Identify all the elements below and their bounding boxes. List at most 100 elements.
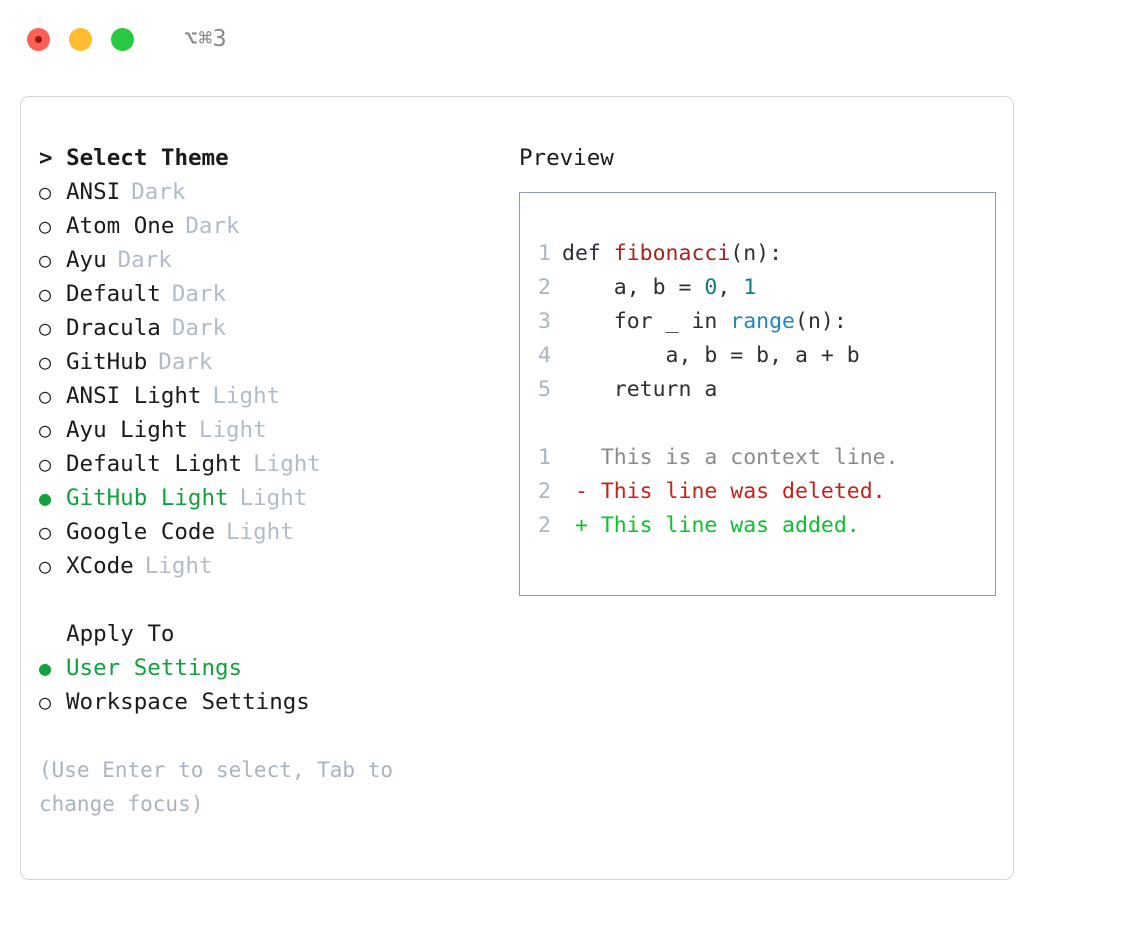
- close-button[interactable]: [27, 27, 50, 51]
- radio-unselected-icon: ○: [39, 452, 52, 476]
- radio-selected-icon: ●: [39, 486, 52, 510]
- diff-line: 2 + This line was added.: [532, 509, 995, 543]
- preview-heading: Preview: [519, 145, 614, 171]
- code-line: 4 a, b = b, a + b: [532, 339, 995, 373]
- code-token: range: [730, 309, 796, 334]
- option-tag: Dark: [117, 247, 172, 273]
- traffic-lights: [27, 27, 134, 51]
- theme-option-5[interactable]: ○ GitHub Dark: [39, 345, 499, 379]
- theme-option-6[interactable]: ○ ANSI Light Light: [39, 379, 499, 413]
- option-tag: Dark: [131, 179, 186, 205]
- code-diff-gap: [532, 407, 995, 441]
- option-label: GitHub: [66, 349, 148, 375]
- radio-unselected-icon: ○: [39, 350, 52, 374]
- option-label: Workspace Settings: [66, 689, 310, 715]
- radio-unselected-icon: ○: [39, 520, 52, 544]
- code-token: 0: [704, 275, 718, 300]
- option-label: Atom One: [66, 213, 175, 239]
- apply-to-title: Apply To: [66, 621, 175, 647]
- window-titlebar: ⌥⌘3: [0, 0, 1140, 78]
- code-token: ,: [717, 275, 744, 300]
- option-label: Ayu Light: [66, 417, 188, 443]
- option-label: Google Code: [66, 519, 216, 545]
- theme-option-4[interactable]: ○ Dracula Dark: [39, 311, 499, 345]
- option-tag: Light: [239, 485, 308, 511]
- option-label: Dracula: [66, 315, 161, 341]
- option-tag: Dark: [171, 281, 227, 307]
- code-token: fibonacci: [613, 241, 731, 266]
- code-line: 2 a, b = 0, 1: [532, 271, 995, 305]
- radio-unselected-icon: ○: [39, 316, 52, 340]
- keyboard-shortcut-label: ⌥⌘3: [184, 25, 228, 52]
- code-line-content: return a: [562, 373, 718, 407]
- option-tag: Light: [253, 451, 321, 477]
- diff-line: 2 - This line was deleted.: [532, 475, 995, 509]
- option-tag: Light: [212, 383, 281, 409]
- line-number: 1: [538, 241, 551, 266]
- diff-line-content: This is a context line.: [562, 441, 899, 475]
- option-tag: Light: [198, 417, 267, 443]
- apply-to-heading: Apply To: [39, 617, 499, 651]
- code-token: + This line was added.: [562, 513, 860, 538]
- apply-option-1[interactable]: ○Workspace Settings: [39, 685, 499, 719]
- keyboard-hint-text: (Use Enter to select, Tab to change focu…: [39, 758, 406, 816]
- radio-unselected-icon: ○: [39, 554, 52, 578]
- code-line-content: a, b = b, a + b: [562, 339, 860, 373]
- apply-option-0[interactable]: ●User Settings: [39, 651, 499, 685]
- select-theme-title: Select Theme: [66, 145, 229, 171]
- line-number: 2: [538, 479, 551, 504]
- section-gap: [39, 583, 499, 617]
- option-tag: Dark: [171, 315, 227, 341]
- option-label: User Settings: [66, 655, 243, 681]
- option-label: ANSI Light: [66, 383, 202, 409]
- line-number: 4: [538, 343, 551, 368]
- code-token: (n):: [795, 309, 847, 334]
- theme-option-8[interactable]: ○ Default Light Light: [39, 447, 499, 481]
- radio-unselected-icon: ○: [39, 180, 52, 204]
- diff-sample: 1 This is a context line.2 - This line w…: [532, 441, 995, 543]
- line-number: 1: [538, 445, 551, 470]
- apply-to-option-list[interactable]: ●User Settings○Workspace Settings: [39, 651, 499, 719]
- radio-unselected-icon: ○: [39, 214, 52, 238]
- zoom-button[interactable]: [111, 27, 134, 51]
- option-tag: Dark: [158, 349, 213, 375]
- option-label: GitHub Light: [66, 485, 229, 511]
- code-line: 1 def fibonacci(n):: [532, 237, 995, 271]
- apply-to-indent: [39, 621, 66, 647]
- line-number: 3: [538, 309, 551, 334]
- code-token: - This line was deleted.: [562, 479, 886, 504]
- code-token: (n):: [730, 241, 783, 266]
- radio-unselected-icon: ○: [39, 384, 52, 408]
- code-token: This is a context line.: [562, 445, 899, 470]
- code-line-content: for _ in range(n):: [562, 305, 847, 339]
- line-number: 2: [538, 513, 551, 538]
- select-theme-heading: > Select Theme: [39, 141, 499, 175]
- code-token: a, b = b, a + b: [562, 343, 860, 368]
- option-label: Default Light: [66, 451, 243, 477]
- diff-line-content: - This line was deleted.: [562, 475, 886, 509]
- option-tag: Light: [226, 519, 294, 545]
- minimize-button[interactable]: [69, 27, 92, 51]
- theme-option-9[interactable]: ● GitHub Light Light: [39, 481, 499, 515]
- code-line: 5 return a: [532, 373, 995, 407]
- theme-option-1[interactable]: ○ Atom One Dark: [39, 209, 499, 243]
- theme-option-10[interactable]: ○ Google Code Light: [39, 515, 499, 549]
- line-number: 2: [538, 275, 551, 300]
- option-label: Ayu: [66, 247, 107, 273]
- code-token: def: [562, 241, 614, 266]
- option-label: XCode: [66, 553, 134, 579]
- code-line-content: def fibonacci(n):: [562, 237, 782, 271]
- prompt-marker: >: [39, 145, 67, 171]
- diff-line: 1 This is a context line.: [532, 441, 995, 475]
- option-tag: Dark: [185, 213, 240, 239]
